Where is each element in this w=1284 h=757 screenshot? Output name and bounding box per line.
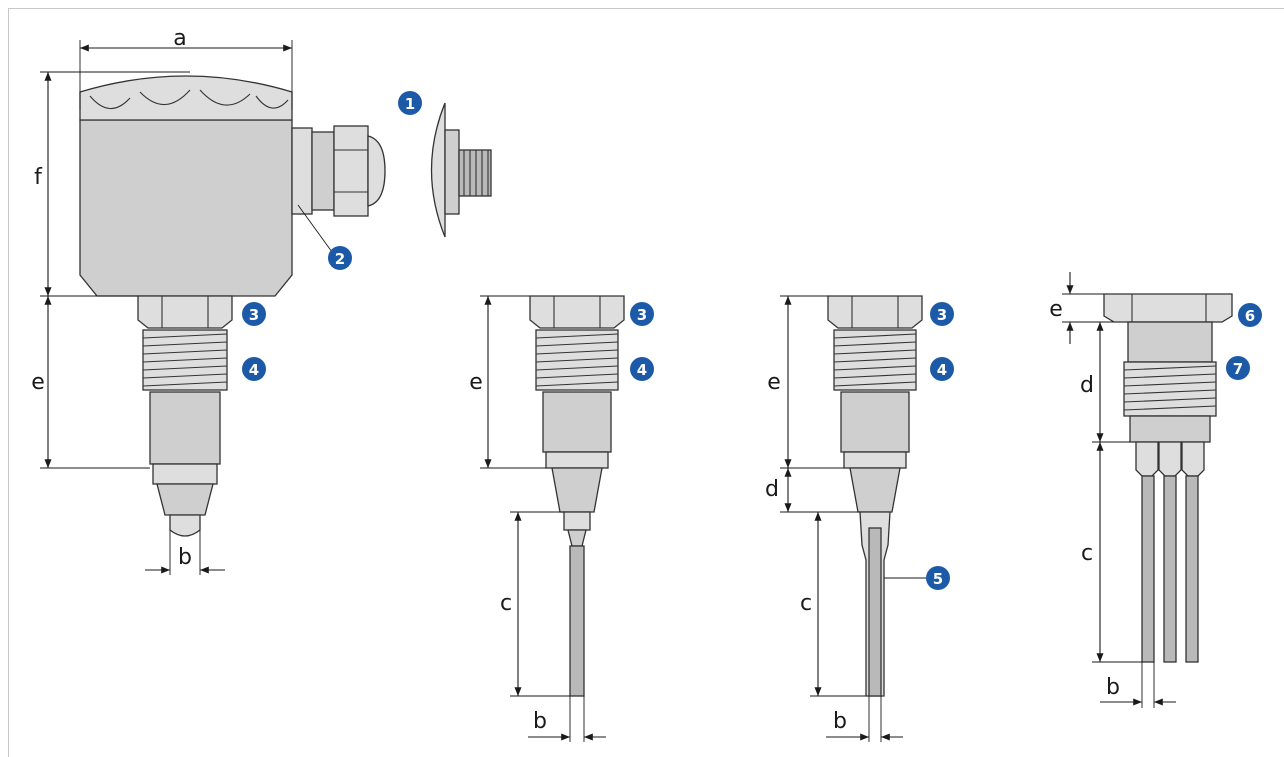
multi-rod-device	[1103, 293, 1233, 663]
callout-5: 5	[926, 566, 950, 590]
svg-text:5: 5	[933, 570, 943, 588]
housing-device	[79, 75, 492, 537]
dim-label-b: b	[833, 709, 847, 734]
dim-label-f: f	[34, 165, 43, 190]
dimension-lines	[40, 40, 1176, 742]
dim-label-c: c	[800, 591, 812, 616]
callout-3: 3	[630, 302, 654, 326]
dim-label-d: d	[765, 477, 779, 502]
callout-2: 2	[328, 246, 352, 270]
single-rod-device	[529, 295, 625, 697]
svg-text:6: 6	[1245, 307, 1255, 325]
svg-text:3: 3	[937, 306, 947, 324]
svg-text:4: 4	[249, 361, 259, 379]
callout-4: 4	[630, 357, 654, 381]
callout-4: 4	[242, 357, 266, 381]
callout-markers: 1 2 3 4 3 4 3 4	[242, 91, 1262, 590]
svg-text:3: 3	[637, 306, 647, 324]
svg-text:2: 2	[335, 250, 345, 268]
dim-label-b: b	[533, 709, 547, 734]
svg-text:1: 1	[405, 95, 415, 113]
dim-label-c: c	[1081, 541, 1093, 566]
callout-3: 3	[242, 302, 266, 326]
svg-text:3: 3	[249, 306, 259, 324]
dim-label-e: e	[767, 370, 781, 395]
coated-rod-device	[827, 295, 923, 697]
dim-label-e: e	[1049, 297, 1063, 322]
dim-label-e: e	[469, 370, 483, 395]
svg-text:4: 4	[637, 361, 647, 379]
svg-text:7: 7	[1233, 360, 1243, 378]
callout-3: 3	[930, 302, 954, 326]
callout-4: 4	[930, 357, 954, 381]
svg-text:4: 4	[937, 361, 947, 379]
dim-label-a: a	[173, 26, 186, 51]
dim-label-e: e	[31, 370, 45, 395]
dim-label-d: d	[1080, 373, 1094, 398]
callout-7: 7	[1226, 356, 1250, 380]
dim-label-b: b	[178, 545, 192, 570]
callout-6: 6	[1238, 303, 1262, 327]
callout-1: 1	[398, 91, 422, 115]
diagram-frame	[8, 8, 1284, 757]
dimension-letters: a f e b e c b e d c b e d c b	[31, 26, 1120, 734]
dim-label-b: b	[1106, 675, 1120, 700]
dim-label-c: c	[500, 591, 512, 616]
